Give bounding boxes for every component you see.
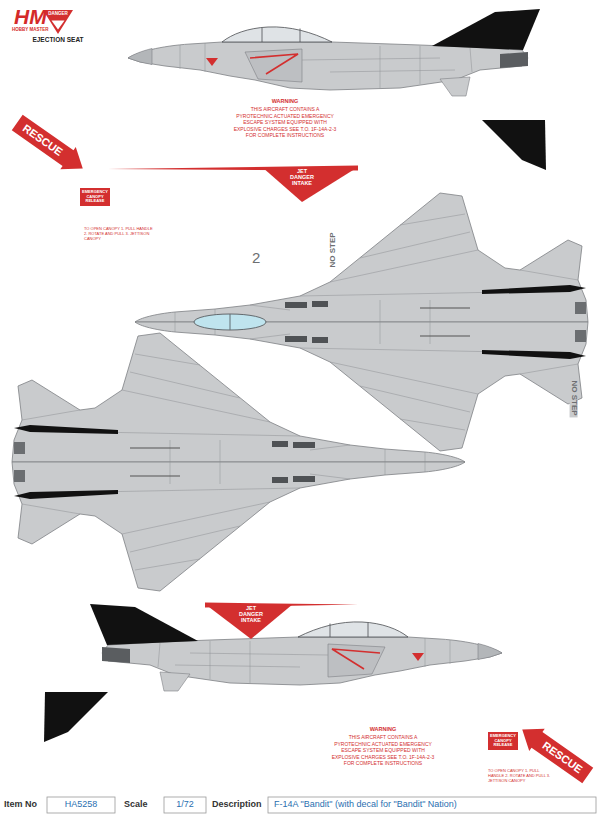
logo-text: HOBBY MASTER [12, 28, 48, 33]
marking-text: EJECTION SEAT [26, 37, 90, 44]
warning-heading: WARNING [330, 726, 436, 733]
warning-heading: WARNING [232, 98, 338, 105]
table-value: F-14A "Bandit" (with decal for "Bandit" … [274, 800, 457, 810]
rescue-placard: EMERGENCY CANOPY RELEASE [80, 188, 110, 206]
side-view-top [128, 9, 540, 96]
instruction-text: TO OPEN CANOPY 1. PULL HANDLE 2. ROTATE … [488, 768, 554, 784]
rescue-placard: EMERGENCY CANOPY RELEASE [488, 732, 518, 750]
no-step-marking: NO STEP [329, 232, 337, 267]
instruction-text: TO OPEN CANOPY 1. PULL HANDLE 2. ROTATE … [84, 226, 154, 242]
marking-text: EMERGENCY CANOPY RELEASE [82, 190, 108, 204]
marking-text: JET DANGER INTAKE [237, 606, 265, 623]
table-cell [47, 797, 115, 813]
no-step-marking: NO STEP [570, 378, 578, 417]
marking-text: EMERGENCY CANOPY RELEASE [490, 734, 516, 748]
canopy-frame [230, 314, 231, 330]
marking-text: DANGER [43, 12, 73, 17]
warning-text: THIS AIRCRAFT CONTAINS A PYROTECHNIC ACT… [330, 734, 436, 767]
intake-chevron: JET DANGER INTAKE [205, 604, 293, 639]
rescue-arrow: RESCUE [12, 114, 88, 175]
table-cell [268, 797, 596, 813]
table-header: Scale [124, 800, 148, 810]
marking-text: JET DANGER INTAKE [288, 169, 316, 186]
chevron-shape [262, 167, 358, 202]
warning-text: THIS AIRCRAFT CONTAINS A PYROTECHNIC ACT… [232, 106, 338, 139]
side-view-bottom [90, 604, 502, 691]
warning-triangle [52, 21, 65, 30]
table-cell [164, 797, 206, 813]
top-view [135, 193, 588, 322]
table-value: 1/72 [165, 800, 205, 810]
chevron-shape [205, 604, 293, 639]
table-header: Item No [4, 800, 37, 810]
intake-chevron: JET DANGER INTAKE [262, 167, 358, 202]
table-value: HA5258 [48, 800, 114, 810]
logo-text: HM [14, 6, 47, 27]
horizontal-stabilizer [44, 692, 108, 742]
modex-number: 2 [252, 250, 260, 265]
underside-view [12, 333, 465, 591]
horizontal-stabilizer [482, 120, 546, 170]
canopy-top [194, 314, 266, 330]
arrow-shape [9, 111, 90, 179]
table-header: Description [212, 800, 262, 810]
